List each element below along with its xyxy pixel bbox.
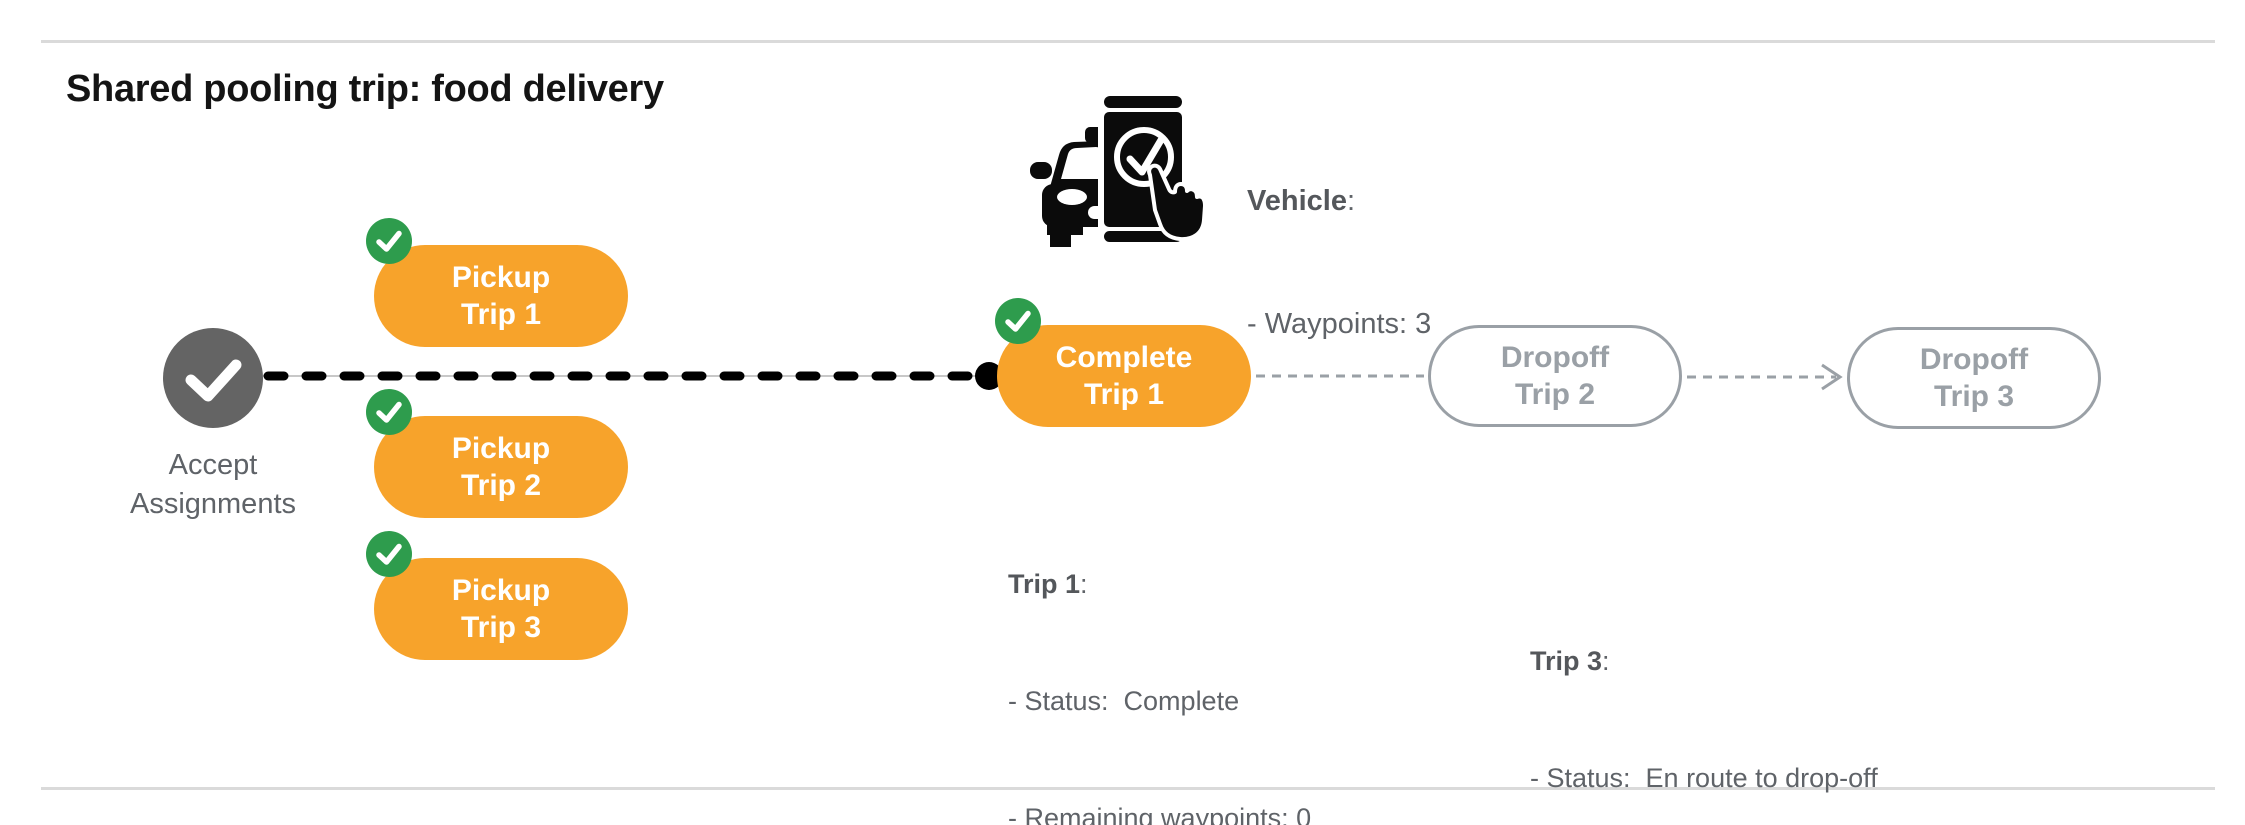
trip-status-line: - Status: Complete (1008, 686, 1240, 716)
node-label: Trip 3 (460, 611, 542, 644)
accept-assignments-node (163, 328, 263, 428)
check-badge-icon (366, 389, 412, 435)
pickup-trip-3-node: Pickup Trip 3 (366, 531, 628, 660)
node-label: Pickup (451, 432, 551, 465)
trip-status-title: Trip 3: (1530, 646, 1610, 676)
node-label: Pickup (451, 261, 551, 294)
check-badge-icon (366, 218, 412, 264)
trip-status-title: Trip 1: (1008, 569, 1088, 599)
dropoff-trip-2-node: Dropoff Trip 2 (1428, 325, 1682, 427)
check-badge-icon (995, 298, 1041, 344)
trip-status-block-1: Trip 1: - Status: Complete - Remaining w… (1008, 487, 1356, 825)
node-label: Trip 1 (1083, 378, 1165, 411)
node-label: Trip 3 (1933, 380, 2015, 413)
node-label: Dropoff (1919, 343, 2029, 376)
vehicle-label: Vehicle: (1247, 185, 1356, 217)
dropoff-trip-3-node: Dropoff Trip 3 (1847, 327, 2101, 429)
trip-status-line: - Status: En route to drop-off (1530, 763, 1878, 793)
pickup-trip-2-node: Pickup Trip 2 (366, 389, 628, 518)
arrowhead-icon (1821, 363, 1843, 391)
accept-assignments-label: Accept Assignments (129, 449, 296, 520)
check-circle-icon (163, 328, 263, 428)
vehicle-phone-check-icon (1030, 80, 1210, 250)
trip-status-block-2: Trip 3: - Status: En route to drop-off -… (1530, 564, 1878, 825)
node-label: Pickup (451, 574, 551, 607)
complete-trip-1-node: Complete Trip 1 (995, 298, 1251, 427)
vehicle-info: Vehicle: - Waypoints: 3 (1247, 99, 1431, 427)
bottom-divider (41, 787, 2215, 790)
node-label: Trip 2 (460, 469, 542, 502)
pickup-trip-1-node: Pickup Trip 1 (366, 218, 628, 347)
vehicle-waypoints: - Waypoints: 3 (1247, 308, 1432, 340)
page-title: Shared pooling trip: food delivery (66, 68, 664, 110)
check-badge-icon (366, 531, 412, 577)
node-label: Trip 1 (460, 298, 542, 331)
node-label: Complete (1055, 341, 1193, 374)
top-divider (41, 40, 2215, 43)
trip-status-line: - Remaining waypoints: 0 (1008, 803, 1312, 825)
node-label: Dropoff (1500, 341, 1610, 374)
node-label: Trip 2 (1514, 378, 1596, 411)
